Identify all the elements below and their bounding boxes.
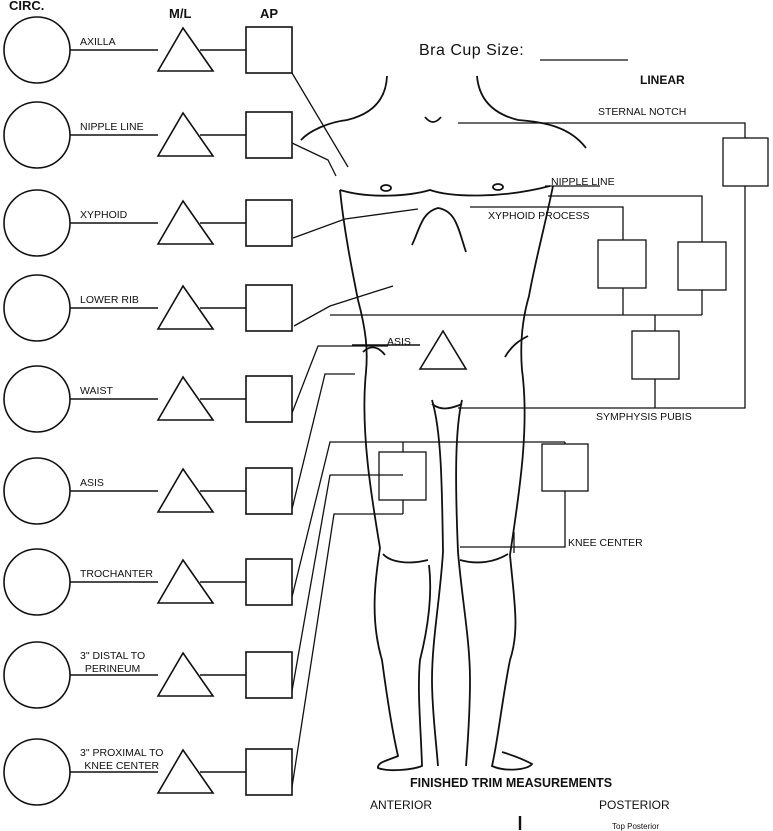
right-torso: [490, 185, 554, 771]
knee-box-down: [460, 491, 566, 548]
xyphoid-arch: [411, 207, 467, 253]
ap-box: [245, 748, 293, 796]
ml-triangle: [156, 651, 215, 697]
label-xiphoid-process: XYPHOID PROCESS: [488, 210, 590, 222]
ml-triangle: [156, 26, 215, 72]
ap-box: [245, 651, 293, 699]
ap-box: [245, 375, 293, 423]
connector-waist: [291, 345, 388, 414]
ml-triangle: [156, 748, 215, 794]
circ-circle: [3, 101, 71, 169]
xyphoid-branch: [470, 206, 624, 240]
connector-distal: [291, 474, 403, 692]
box-nipple: [677, 241, 727, 291]
connector-lower-rib: [293, 285, 394, 327]
circ-circle: [3, 548, 71, 616]
left-nipple: [380, 184, 392, 192]
ml-triangle: [156, 467, 215, 513]
left-hip-curve: [362, 346, 386, 356]
body-outline: [300, 75, 587, 772]
row-label: TROCHANTER: [80, 568, 153, 580]
inner-leg-left: [431, 399, 444, 767]
sternal-notch-line: [458, 122, 746, 138]
row-label: LOWER RIB: [80, 294, 139, 306]
neck-right: [476, 75, 519, 121]
row-label: ASIS: [80, 477, 104, 489]
label-nipple-line: NIPPLE LINE: [551, 176, 615, 188]
box-thigh: [378, 451, 427, 501]
right-hip-curve: [504, 335, 529, 358]
box-xyphoid: [597, 239, 647, 289]
linear-header: LINEAR: [640, 73, 685, 87]
connector-xyphoid: [292, 208, 419, 239]
sternal-notch-mark: [424, 116, 442, 123]
ml-triangle: [156, 375, 215, 421]
asis-ml-triangle: [352, 329, 468, 370]
left-knee: [382, 553, 429, 564]
box-sternal: [722, 137, 769, 187]
ap-box: [245, 284, 293, 332]
right-nipple: [492, 183, 504, 191]
connector-asis: [291, 373, 355, 510]
ap-box: [245, 199, 293, 247]
circ-circle: [3, 274, 71, 342]
ap-header: AP: [260, 6, 279, 21]
connector-trochanter: [291, 441, 565, 598]
neck-left: [346, 75, 388, 121]
row-label: AXILLA: [80, 36, 116, 48]
trim-posterior: POSTERIOR: [599, 798, 670, 812]
box-knee: [541, 443, 589, 492]
label-knee-center: KNEE CENTER: [568, 537, 643, 549]
right-shoulder: [517, 119, 587, 149]
chest-line: [339, 185, 551, 197]
bra-cup-size-label: Bra Cup Size:: [419, 42, 525, 59]
connector-nipple: [291, 142, 337, 177]
ap-box: [245, 111, 293, 159]
connector-proximal: [291, 513, 403, 788]
right-knee: [459, 553, 509, 564]
label-sternal-notch: STERNAL NOTCH: [598, 106, 687, 118]
trim-title: FINISHED TRIM MEASUREMENTS: [410, 776, 613, 790]
left-measurement-grid: [3, 16, 293, 806]
ap-box: [245, 467, 293, 515]
circ-circle: [3, 16, 71, 84]
row-label: XYPHOID: [80, 209, 128, 221]
label-asis: ASIS: [387, 336, 411, 348]
row-label: NIPPLE LINE: [80, 121, 144, 133]
row-label: 3" PROXIMAL TO KNEE CENTER: [80, 747, 164, 772]
crotch: [431, 403, 463, 410]
circ-circle: [3, 457, 71, 525]
ml-triangle: [156, 199, 215, 245]
trim-top-posterior: Top Posterior: [612, 822, 660, 831]
circ-circle: [3, 738, 71, 806]
box-center: [631, 330, 680, 380]
circ-circle: [3, 641, 71, 709]
ap-box: [245, 558, 293, 606]
circ-header: CIRC.: [9, 0, 45, 13]
inner-leg-right: [455, 399, 471, 767]
ap-box: [245, 26, 293, 74]
connector-lines: [291, 72, 565, 788]
row-label: 3" DISTAL TO PERINEUM: [80, 650, 146, 675]
ml-header: M/L: [169, 6, 192, 21]
circ-circle: [3, 365, 71, 433]
nipple-line-long: [548, 195, 703, 242]
trim-anterior: ANTERIOR: [370, 798, 433, 812]
left-torso: [339, 189, 432, 772]
row-label: WAIST: [80, 385, 113, 397]
label-symphysis-pubis: SYMPHYSIS PUBIS: [596, 411, 692, 423]
linear-measurement-network: [330, 122, 769, 830]
circ-circle: [3, 189, 71, 257]
connector-axilla: [291, 72, 349, 168]
sternal-box-down: [458, 186, 746, 409]
ml-triangle: [156, 111, 215, 157]
left-shoulder: [300, 119, 348, 141]
ml-triangle: [156, 558, 215, 604]
ml-triangle: [156, 284, 215, 330]
